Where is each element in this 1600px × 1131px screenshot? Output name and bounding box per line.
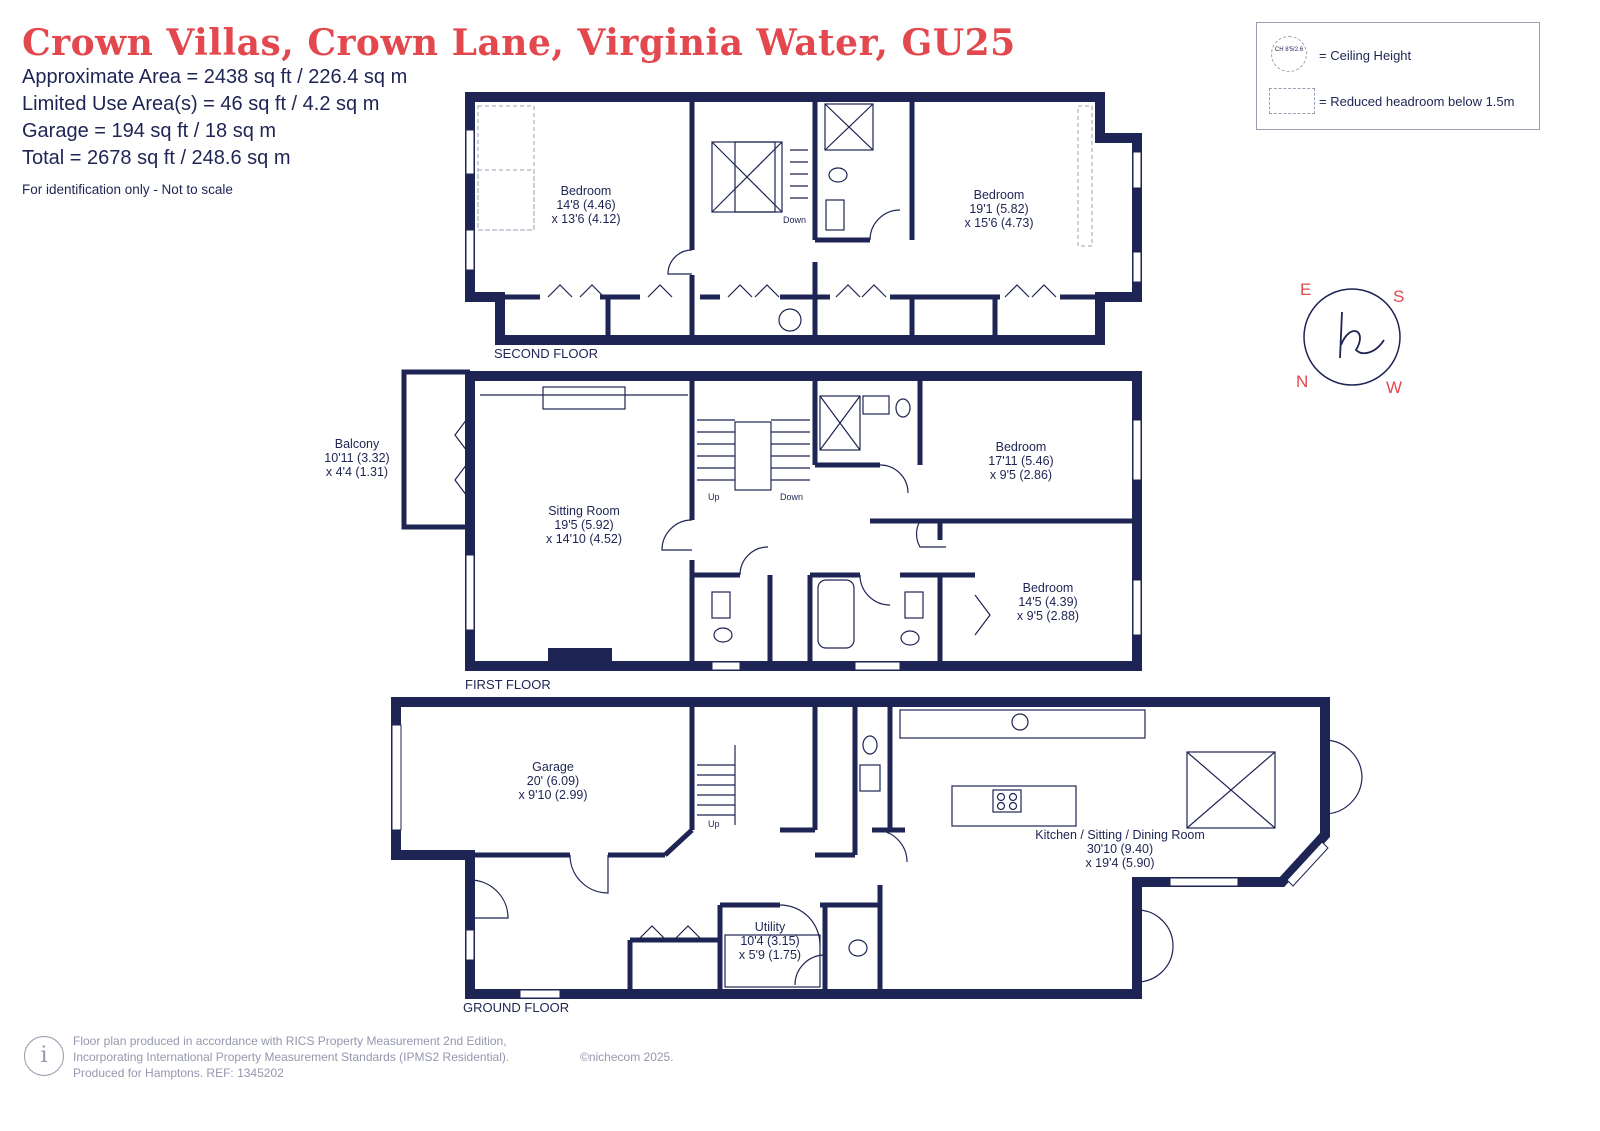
first-floor-up-label: Up bbox=[708, 492, 720, 502]
second-bedroom-1-dim2: x 13'6 (4.12) bbox=[551, 212, 620, 226]
second-floor: Down Bedroom 14'8 (4.46) x 13'6 (4.12) B… bbox=[465, 92, 1142, 361]
garage-area: Garage = 194 sq ft / 18 sq m bbox=[22, 120, 277, 142]
legend: CH 8'5/2.6 = Ceiling Height = Reduced he… bbox=[1256, 22, 1540, 130]
total-area: Total = 2678 sq ft / 248.6 sq m bbox=[22, 147, 291, 169]
first-floor-down-label: Down bbox=[780, 492, 803, 502]
balcony-dim2: x 4'4 (1.31) bbox=[326, 465, 388, 479]
sitting-room-name: Sitting Room bbox=[548, 504, 620, 518]
ground-floor-up-label: Up bbox=[708, 819, 720, 829]
first-bedroom-2-dim2: x 9'5 (2.88) bbox=[1017, 609, 1079, 623]
first-bedroom-1-name: Bedroom bbox=[996, 440, 1047, 454]
compass: E S N W bbox=[1296, 280, 1404, 397]
compass-s: S bbox=[1393, 287, 1404, 306]
utility-name: Utility bbox=[755, 920, 786, 934]
reduced-headroom-icon bbox=[1269, 88, 1315, 114]
reduced-headroom-label: = Reduced headroom below 1.5m bbox=[1319, 94, 1515, 109]
footer-line-1: Floor plan produced in accordance with R… bbox=[73, 1034, 507, 1048]
kitchen-name: Kitchen / Sitting / Dining Room bbox=[1035, 828, 1205, 842]
first-bedroom-1-dim1: 17'11 (5.46) bbox=[988, 454, 1053, 468]
footer-copyright: ©nichecom 2025. bbox=[580, 1050, 674, 1064]
kitchen-dim1: 30'10 (9.40) bbox=[1087, 842, 1153, 856]
first-floor-label: FIRST FLOOR bbox=[465, 677, 551, 692]
balcony-dim1: 10'11 (3.32) bbox=[324, 451, 389, 465]
second-floor-stairs-label: Down bbox=[783, 215, 806, 225]
identification-note: For identification only - Not to scale bbox=[22, 182, 233, 197]
second-bedroom-1-name: Bedroom bbox=[561, 184, 612, 198]
compass-w: W bbox=[1386, 378, 1402, 397]
limited-use-area: Limited Use Area(s) = 46 sq ft / 4.2 sq … bbox=[22, 93, 380, 115]
info-icon: i bbox=[24, 1036, 64, 1076]
second-bedroom-2-dim1: 19'1 (5.82) bbox=[969, 202, 1028, 216]
garage-name: Garage bbox=[532, 760, 574, 774]
first-floor: Up Down Balcony 10'11 (3.32) x 4'4 (1.31… bbox=[324, 369, 1142, 692]
approximate-area: Approximate Area = 2438 sq ft / 226.4 sq… bbox=[22, 66, 408, 88]
balcony-name: Balcony bbox=[335, 437, 380, 451]
page-title: Crown Villas, Crown Lane, Virginia Water… bbox=[22, 22, 1016, 64]
second-bedroom-2-name: Bedroom bbox=[974, 188, 1025, 202]
second-floor-label: SECOND FLOOR bbox=[494, 346, 598, 361]
kitchen-dim2: x 19'4 (5.90) bbox=[1085, 856, 1154, 870]
second-bedroom-1-dim1: 14'8 (4.46) bbox=[556, 198, 615, 212]
ceiling-height-label: = Ceiling Height bbox=[1319, 48, 1412, 63]
second-bedroom-2-dim2: x 15'6 (4.73) bbox=[964, 216, 1033, 230]
footer-line-2: Incorporating International Property Mea… bbox=[73, 1050, 510, 1064]
compass-e: E bbox=[1300, 280, 1311, 299]
first-bedroom-2-name: Bedroom bbox=[1023, 581, 1074, 595]
first-bedroom-2-dim1: 14'5 (4.39) bbox=[1018, 595, 1077, 609]
sitting-room-dim2: x 14'10 (4.52) bbox=[546, 532, 622, 546]
sitting-room-dim1: 19'5 (5.92) bbox=[554, 518, 613, 532]
garage-dim2: x 9'10 (2.99) bbox=[518, 788, 587, 802]
ground-floor: Up Garage 20' (6.09) x 9'10 (2.99) Kitch… bbox=[391, 697, 1363, 1015]
first-bedroom-1-dim2: x 9'5 (2.86) bbox=[990, 468, 1052, 482]
ceiling-height-icon: CH 8'5/2.6 bbox=[1271, 36, 1307, 72]
utility-dim1: 10'4 (3.15) bbox=[740, 934, 799, 948]
footer-line-3: Produced for Hamptons. REF: 1345202 bbox=[73, 1066, 284, 1080]
compass-n: N bbox=[1296, 372, 1308, 391]
ground-floor-label: GROUND FLOOR bbox=[463, 1000, 569, 1015]
compass-logo-icon bbox=[1339, 311, 1385, 359]
garage-dim1: 20' (6.09) bbox=[527, 774, 579, 788]
compass-ring bbox=[1303, 288, 1401, 386]
utility-dim2: x 5'9 (1.75) bbox=[739, 948, 801, 962]
